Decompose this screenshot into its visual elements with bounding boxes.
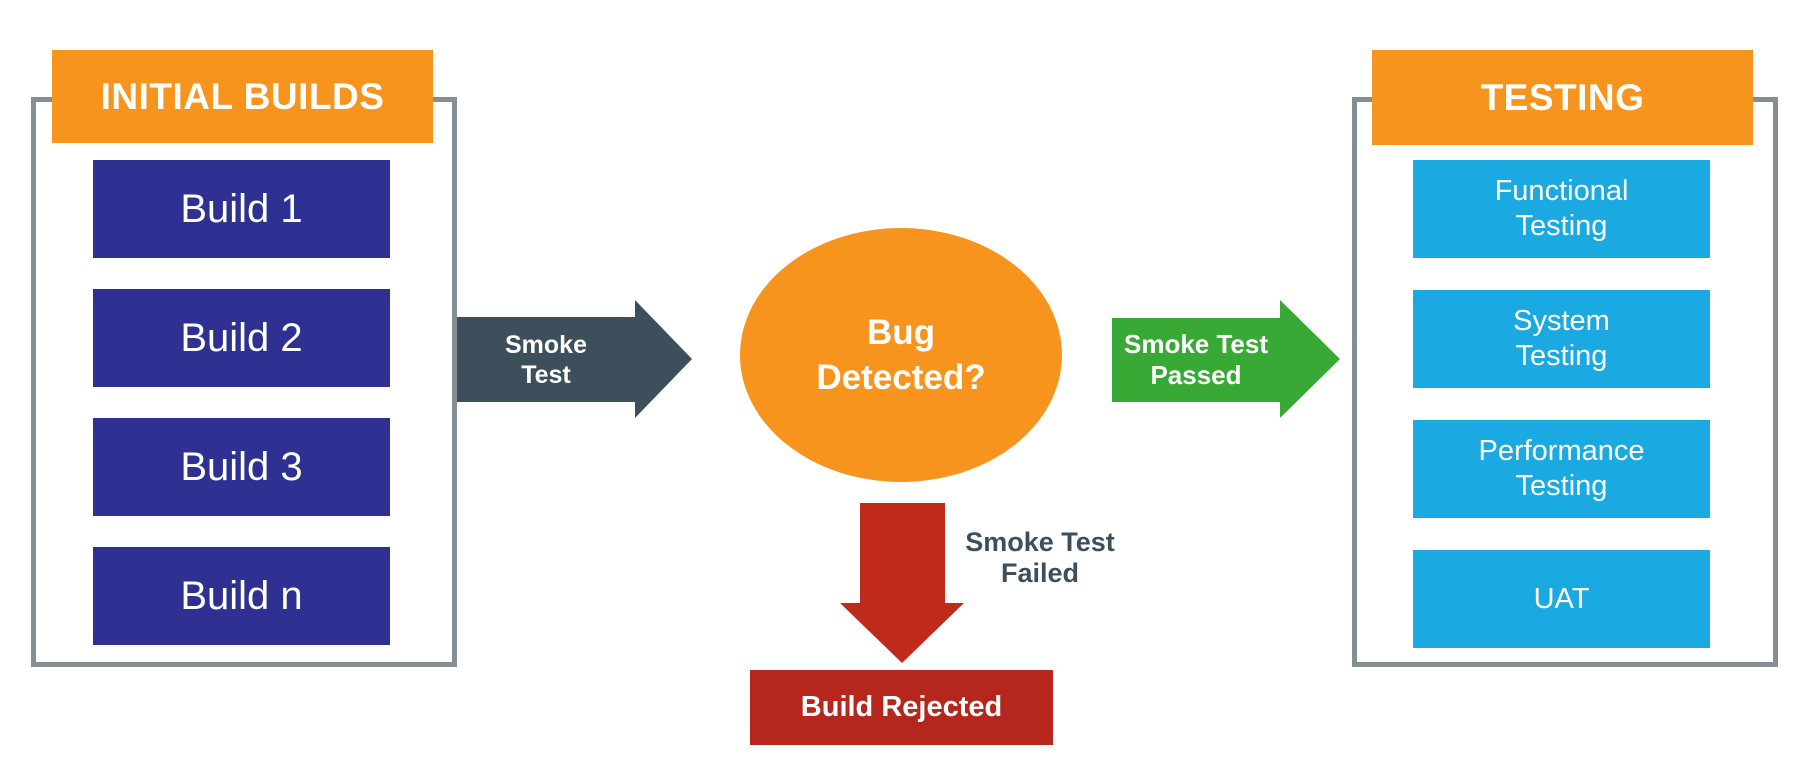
system-testing-label: System Testing bbox=[1513, 305, 1610, 372]
performance-testing-label: Performance Testing bbox=[1478, 435, 1645, 502]
build-2-label: Build 2 bbox=[180, 315, 303, 360]
bug-detected-label: Bug Detected? bbox=[816, 312, 986, 398]
smoke-test-failed-arrow-head bbox=[840, 603, 964, 663]
build-3-label: Build 3 bbox=[180, 444, 303, 489]
build-1-box: Build 1 bbox=[93, 160, 390, 258]
smoke-test-failed-label: Smoke Test Failed bbox=[965, 527, 1115, 589]
smoke-test-failed-arrow-shaft bbox=[860, 503, 945, 603]
uat-label: UAT bbox=[1533, 582, 1590, 615]
testing-header: TESTING bbox=[1372, 50, 1753, 145]
functional-testing-label: Functional Testing bbox=[1494, 175, 1629, 242]
initial-builds-title: INITIAL BUILDS bbox=[100, 75, 385, 117]
build-2-box: Build 2 bbox=[93, 289, 390, 387]
build-n-label: Build n bbox=[180, 573, 303, 618]
build-n-box: Build n bbox=[93, 547, 390, 645]
build-rejected-label: Build Rejected bbox=[800, 691, 1003, 723]
performance-testing-box: Performance Testing bbox=[1413, 420, 1710, 518]
functional-testing-box: Functional Testing bbox=[1413, 160, 1710, 258]
build-rejected-box: Build Rejected bbox=[750, 670, 1053, 745]
smoke-test-arrow-label: Smoke Test bbox=[505, 330, 587, 389]
build-1-label: Build 1 bbox=[180, 186, 303, 231]
build-3-box: Build 3 bbox=[93, 418, 390, 516]
system-testing-box: System Testing bbox=[1413, 290, 1710, 388]
initial-builds-header: INITIAL BUILDS bbox=[52, 50, 433, 143]
smoke-test-arrow-head bbox=[635, 300, 692, 418]
uat-box: UAT bbox=[1413, 550, 1710, 648]
smoke-test-arrow: Smoke Test bbox=[457, 317, 635, 402]
bug-detected-decision-ellipse: Bug Detected? bbox=[740, 228, 1062, 482]
smoke-test-passed-label: Smoke Test Passed bbox=[1123, 328, 1268, 390]
testing-title: TESTING bbox=[1480, 76, 1645, 118]
smoke-test-passed-arrow-head bbox=[1280, 300, 1340, 418]
smoke-test-passed-arrow: Smoke Test Passed bbox=[1112, 318, 1280, 402]
